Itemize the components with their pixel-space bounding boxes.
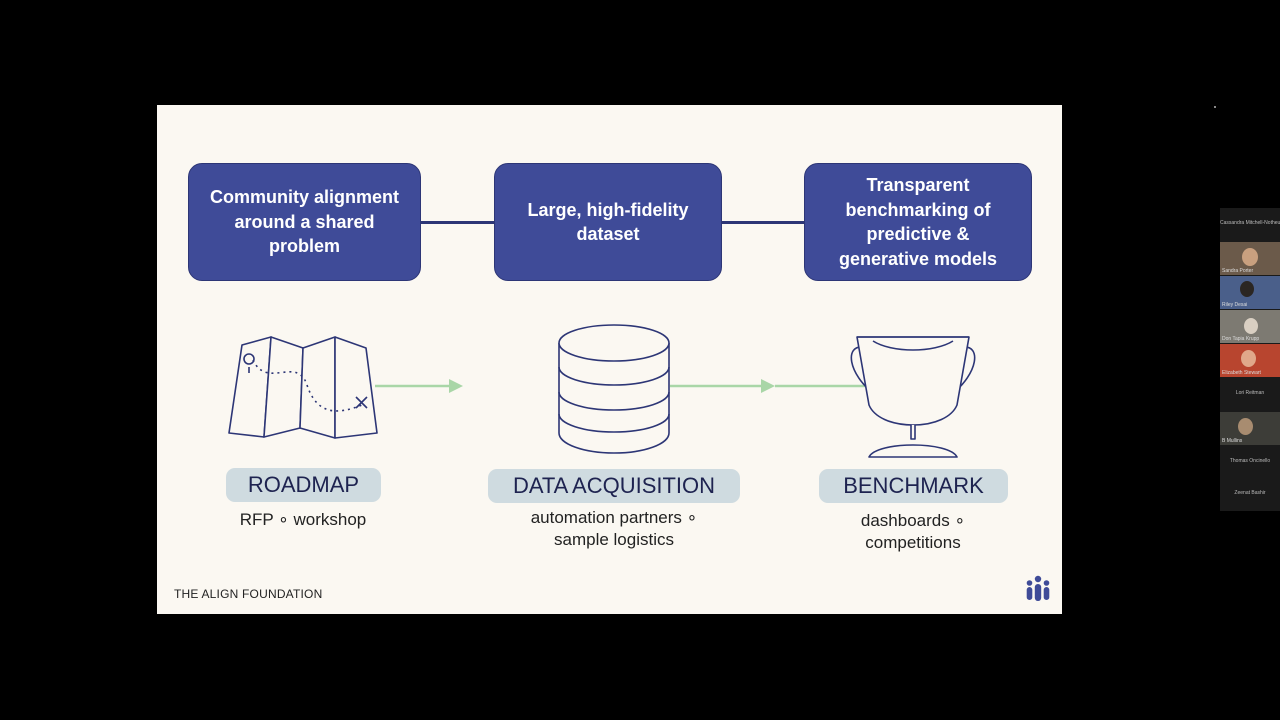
box-connector — [721, 221, 805, 224]
participant-video — [1241, 350, 1256, 367]
participant-video — [1242, 248, 1258, 266]
align-foundation-logo-icon — [1026, 575, 1050, 601]
stage-label-roadmap: ROADMAP — [226, 468, 381, 502]
participant-video — [1238, 418, 1253, 435]
participant-tile[interactable]: Don Tapia Krupp — [1220, 310, 1280, 343]
participant-name: Sandra Porter — [1222, 268, 1254, 274]
arrow-right-icon — [375, 379, 463, 393]
participant-name: Thomas Oncinello — [1229, 458, 1271, 464]
goal-box-benchmarking: Transparent benchmarking of predictive &… — [804, 163, 1032, 281]
participant-tile[interactable]: Lori Reitman — [1220, 378, 1280, 411]
participant-tile[interactable]: B Mullins — [1220, 412, 1280, 445]
participant-tile[interactable]: Sandra Porter — [1220, 242, 1280, 275]
cursor-dot — [1214, 106, 1216, 108]
participant-video — [1244, 318, 1258, 334]
participant-tile[interactable]: Riley Desai — [1220, 276, 1280, 309]
stage-label-benchmark: BENCHMARK — [819, 469, 1008, 503]
stage-illustrations — [228, 324, 976, 458]
stage-sub-roadmap: RFP ∘ workshop — [239, 510, 367, 529]
goal-box-dataset: Large, high-fidelity dataset — [494, 163, 722, 281]
goal-box-community: Community alignment around a shared prob… — [188, 163, 421, 281]
participant-tile[interactable]: Elizabeth Stewart — [1220, 344, 1280, 377]
arrow-right-icon — [670, 379, 775, 393]
participant-name: Cassandra Mitchell-Notheus — [1220, 220, 1280, 226]
participant-tile[interactable]: Zeenat Bashir — [1220, 478, 1280, 511]
box-connector — [419, 221, 495, 224]
database-icon — [558, 324, 670, 454]
map-icon — [228, 336, 378, 439]
trophy-icon — [850, 336, 976, 458]
participant-name: B Mullins — [1222, 438, 1243, 444]
participant-tile[interactable]: Cassandra Mitchell-Notheus — [1220, 208, 1280, 241]
footer-organization: THE ALIGN FOUNDATION — [174, 587, 323, 601]
stage-sub-benchmark: dashboards ∘ competitions — [860, 511, 966, 552]
stage-label-data-acquisition: DATA ACQUISITION — [488, 469, 740, 503]
participant-name: Lori Reitman — [1235, 390, 1265, 396]
participant-name: Don Tapia Krupp — [1222, 336, 1260, 342]
participant-video — [1240, 281, 1254, 297]
participant-name: Riley Desai — [1222, 302, 1248, 308]
participant-name: Zeenat Bashir — [1234, 490, 1266, 496]
participants-panel[interactable]: Cassandra Mitchell-Notheus Sandra Porter… — [1220, 208, 1280, 511]
presentation-slide: Community alignment around a shared prob… — [157, 105, 1062, 614]
participant-tile[interactable]: Thomas Oncinello — [1220, 446, 1280, 479]
participant-name: Elizabeth Stewart — [1222, 370, 1261, 376]
stage-sub-data-acquisition: automation partners ∘ sample logistics — [530, 508, 698, 549]
